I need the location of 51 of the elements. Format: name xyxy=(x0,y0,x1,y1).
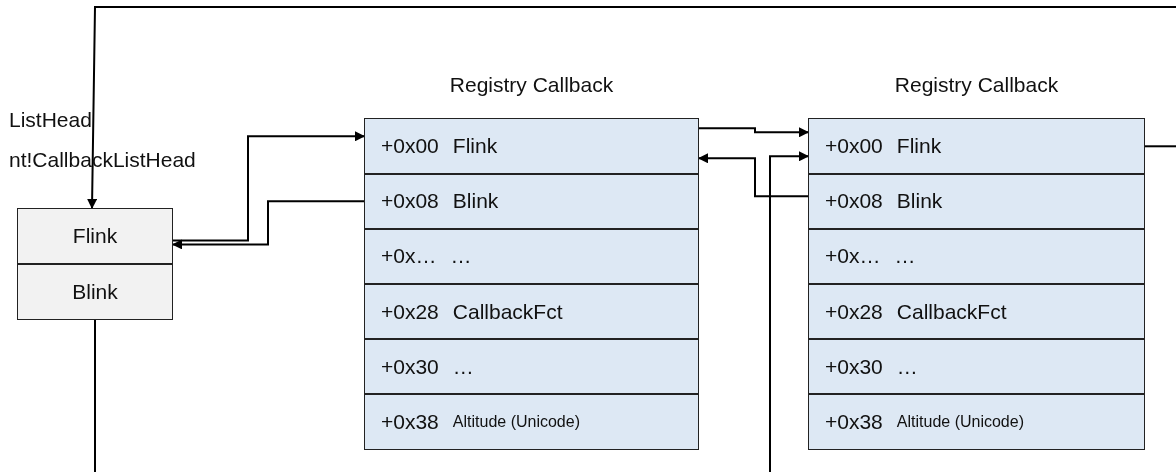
field-name: Flink xyxy=(72,224,118,249)
field-name: … xyxy=(894,244,916,269)
struct-title: Registry Callback xyxy=(448,73,615,97)
arrow xyxy=(172,200,365,250)
connector-line xyxy=(94,319,96,472)
connector-line xyxy=(1144,145,1176,148)
field-offset: +0x08 xyxy=(381,189,439,214)
struct-row xyxy=(17,208,173,265)
field-offset: +0x… xyxy=(825,244,881,269)
field-offset: +0x30 xyxy=(825,354,883,379)
field-name: Blink xyxy=(72,279,118,304)
field-offset: +0x28 xyxy=(825,299,883,324)
field-offset: +0x38 xyxy=(381,409,439,434)
field-offset: +0x28 xyxy=(381,299,439,324)
field-offset: +0x… xyxy=(381,244,437,269)
struct-title: Registry Callback xyxy=(893,73,1060,97)
field-offset: +0x00 xyxy=(825,134,883,159)
struct-row xyxy=(364,118,699,175)
struct-row xyxy=(808,118,1145,175)
arrow xyxy=(769,151,809,472)
struct-row xyxy=(808,173,1145,230)
struct-row xyxy=(364,283,699,340)
field-offset: +0x08 xyxy=(825,189,883,214)
field-offset: +0x30 xyxy=(381,354,439,379)
struct-row xyxy=(364,228,699,285)
struct-row xyxy=(17,263,173,320)
field-name: Altitude (Unicode) xyxy=(452,412,580,431)
field-name: … xyxy=(452,354,474,379)
struct-row xyxy=(808,228,1145,285)
struct-row xyxy=(364,173,699,230)
arrow xyxy=(87,6,1176,209)
struct-row xyxy=(808,283,1145,340)
field-name: CallbackFct xyxy=(452,299,563,324)
field-offset: +0x38 xyxy=(825,409,883,434)
field-name: … xyxy=(450,244,472,269)
field-name: Altitude (Unicode) xyxy=(896,412,1024,431)
field-name: … xyxy=(896,354,918,379)
struct-label: ListHead xyxy=(9,108,92,132)
field-name: Blink xyxy=(896,189,943,214)
field-name: Flink xyxy=(452,134,498,159)
struct-row xyxy=(808,393,1145,450)
struct-row xyxy=(808,338,1145,395)
arrow xyxy=(698,127,809,138)
struct-row xyxy=(364,338,699,395)
field-name: Blink xyxy=(452,189,499,214)
struct-row xyxy=(364,393,699,450)
arrow xyxy=(172,131,365,242)
field-name: Flink xyxy=(896,134,942,159)
field-offset: +0x00 xyxy=(381,134,439,159)
field-name: CallbackFct xyxy=(896,299,1007,324)
arrow xyxy=(698,153,809,198)
